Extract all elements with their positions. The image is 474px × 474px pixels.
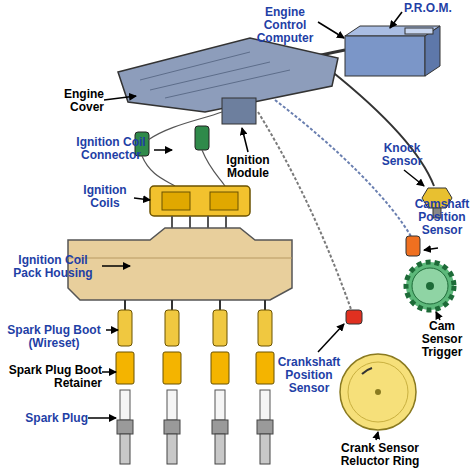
part-label: Cam Sensor Trigger	[414, 320, 470, 359]
housing-edge	[68, 258, 292, 259]
cam-gear-hub	[426, 282, 434, 290]
computer-front	[345, 36, 425, 76]
connector-wires	[142, 112, 225, 186]
computer-top	[345, 26, 440, 36]
part-label: Spark Plug	[14, 412, 88, 425]
part-label: Knock Sensor	[372, 142, 432, 168]
reluctor-notch	[362, 368, 372, 374]
cam-sensor	[406, 236, 420, 256]
part-label: P.R.O.M.	[404, 2, 464, 15]
part-label: Spark Plug Boot Retainer	[2, 364, 102, 390]
part-label: Engine Control Computer	[252, 6, 318, 45]
coil-pack-housing	[68, 228, 292, 300]
cam-gear	[406, 262, 454, 310]
reluctor-hub	[375, 389, 381, 395]
part-label: Camshaft Position Sensor	[410, 198, 474, 237]
cam-wire	[275, 100, 412, 238]
part-label: Crank Sensor Reluctor Ring	[330, 442, 430, 468]
coil-block	[162, 192, 190, 210]
reluctor-inner	[348, 362, 408, 422]
part-label: Ignition Module	[218, 154, 278, 180]
part-label: Engine Cover	[50, 88, 104, 114]
knock-wire	[330, 70, 434, 186]
coil-block	[210, 192, 238, 210]
prom-chip	[405, 28, 433, 34]
part-label: Spark Plug Boot (Wireset)	[2, 324, 106, 350]
part-label: Crankshaft Position Sensor	[276, 356, 342, 395]
coil-connector	[195, 126, 209, 150]
reluctor-ring	[340, 354, 416, 430]
crank-sensor	[346, 310, 362, 324]
ignition-coils	[150, 186, 250, 216]
part-label: Ignition Coils	[76, 184, 134, 210]
plug-column	[116, 300, 274, 464]
leader-lines	[88, 12, 440, 440]
ignition-module	[222, 98, 256, 124]
part-label: Ignition Coil Connector	[68, 136, 154, 162]
cover-ridges	[140, 52, 290, 98]
part-label: Ignition Coil Pack Housing	[4, 254, 102, 280]
cam-gear-face	[412, 268, 448, 304]
